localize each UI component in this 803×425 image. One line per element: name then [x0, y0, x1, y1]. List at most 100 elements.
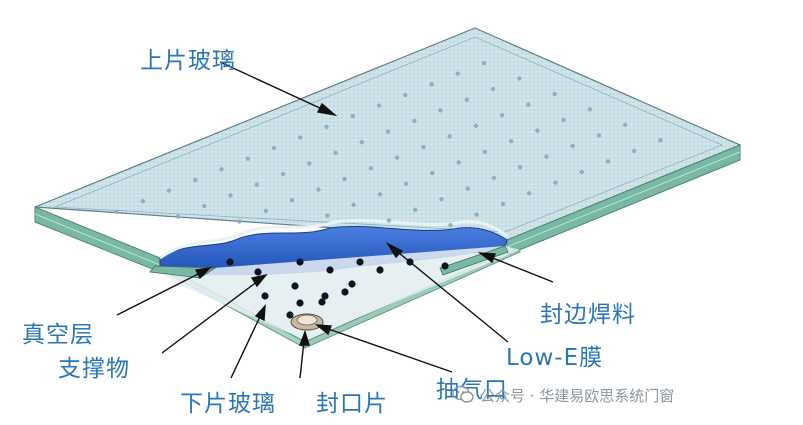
- pillar-dot: [324, 124, 329, 130]
- label-low-e: Low-E膜: [506, 345, 604, 371]
- support-pillar: [318, 298, 326, 306]
- pillar-dot: [219, 167, 224, 172]
- pillar-dot: [622, 122, 628, 127]
- pillar-dot: [333, 150, 338, 156]
- pillar-dot: [245, 156, 250, 161]
- watermark: 公众号 · 华建易欧思系统门窗: [452, 384, 674, 406]
- pillar-dot: [166, 188, 172, 193]
- label-edge-seal: 封边焊料: [540, 302, 636, 328]
- support-pillar: [291, 282, 299, 290]
- label-lower-glass: 下片玻璃: [180, 391, 276, 417]
- pillar-dot: [325, 213, 330, 218]
- pillar-dot: [508, 139, 514, 144]
- support-pillar: [286, 311, 294, 319]
- support-pillar: [296, 258, 304, 266]
- pillar-dot: [587, 107, 593, 112]
- support-pillar: [261, 292, 269, 300]
- pillar-dot: [632, 148, 637, 154]
- pillar-dot: [527, 191, 532, 196]
- pillar-dot: [386, 218, 392, 223]
- pillar-dot: [464, 97, 470, 102]
- support-pillar: [376, 266, 384, 274]
- pillar-dot: [316, 187, 321, 192]
- pillar-dot: [307, 161, 312, 166]
- support-pillar: [441, 262, 449, 270]
- pillar-dot: [377, 192, 383, 197]
- pillar-dot: [263, 208, 269, 213]
- pillar-dot: [658, 137, 663, 143]
- pillar-dot: [394, 155, 400, 160]
- pillar-dot: [499, 112, 505, 118]
- pillar-dot: [280, 171, 286, 177]
- support-pillar: [226, 258, 234, 266]
- pillar-dot: [439, 196, 444, 202]
- pillar-dot: [412, 118, 417, 124]
- pillar-dot: [570, 143, 575, 149]
- pillar-dot: [350, 113, 355, 119]
- pillar-dot: [368, 166, 374, 171]
- pillar-dot: [140, 198, 145, 204]
- pillar-dot: [342, 176, 347, 182]
- support-pillar: [296, 299, 304, 307]
- support-pillar: [341, 288, 349, 296]
- pillar-dot: [579, 169, 584, 175]
- label-support: 支撑物: [58, 356, 130, 382]
- upper-glass-pillar-dots: [114, 60, 663, 228]
- pillar-dot: [526, 102, 531, 107]
- pillar-dot: [228, 193, 233, 198]
- pillar-dot: [517, 76, 522, 81]
- pillar-dot: [491, 175, 497, 181]
- pillar-dot: [438, 108, 443, 113]
- pillar-dot: [403, 92, 408, 98]
- pillar-dot: [351, 202, 356, 208]
- pillar-dot: [544, 154, 549, 159]
- pillar-dot: [561, 117, 566, 123]
- pillar-dot: [448, 222, 453, 228]
- pillar-dot: [202, 203, 207, 209]
- pillar-dot: [359, 140, 365, 145]
- watermark-text: 公众号 · 华建易欧思系统门窗: [480, 386, 675, 405]
- pillar-dot: [385, 129, 391, 134]
- support-pillar: [254, 268, 262, 276]
- pillar-dot: [517, 165, 523, 170]
- pillar-dot: [175, 214, 181, 219]
- support-pillar: [326, 266, 334, 274]
- pillar-dot: [298, 135, 303, 140]
- pillar-dot: [605, 159, 611, 164]
- pillar-dot: [500, 201, 506, 207]
- pillar-dot: [473, 123, 479, 128]
- pillar-dot: [114, 209, 119, 215]
- pillar-dot: [237, 219, 242, 224]
- pillar-dot: [271, 145, 277, 151]
- pillar-dot: [552, 91, 557, 97]
- support-pillar: [356, 258, 364, 266]
- wechat-icon: [452, 385, 474, 405]
- support-pillar: [321, 292, 329, 300]
- leader-lines: [116, 61, 554, 379]
- pillar-dot: [456, 160, 461, 165]
- pillar-dot: [289, 197, 295, 203]
- pillar-dot: [474, 212, 479, 217]
- label-vacuum-layer: 真空层: [22, 322, 94, 348]
- pillar-dot: [481, 60, 487, 66]
- pillar-dot: [403, 181, 409, 186]
- pillar-dot: [412, 207, 418, 212]
- pillar-dot: [490, 86, 496, 92]
- support-pillars: [226, 258, 449, 319]
- vacuum-gap-area: [160, 246, 520, 340]
- pillar-dot: [596, 133, 602, 138]
- pillar-dot: [465, 186, 470, 191]
- pillar-dot: [455, 71, 460, 76]
- pillar-dot: [535, 128, 540, 133]
- pillar-dot: [254, 182, 260, 187]
- pillar-dot: [430, 170, 435, 176]
- upper-glass-pane: [34, 27, 742, 273]
- pillar-dot: [447, 134, 452, 139]
- pillar-dot: [376, 103, 382, 108]
- pillar-dot: [421, 144, 426, 150]
- label-upper-glass: 上片玻璃: [140, 48, 236, 74]
- pillar-dot: [553, 180, 558, 185]
- pillar-dot: [482, 149, 488, 155]
